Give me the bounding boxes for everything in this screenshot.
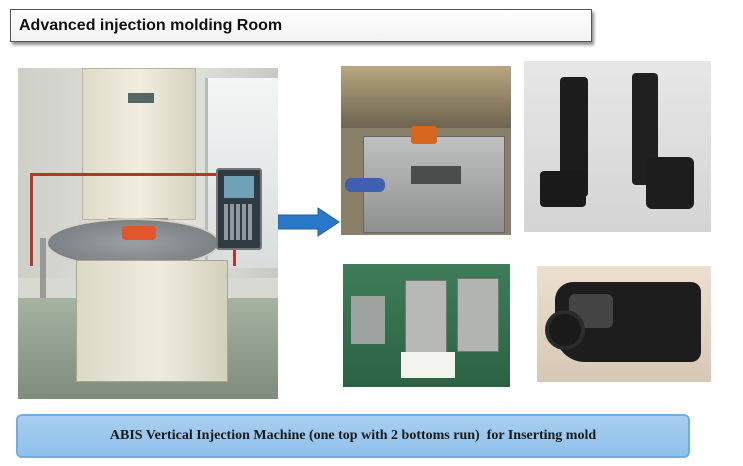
- sensor-connector-left: [540, 171, 586, 207]
- mold-spec-sheet: [401, 352, 455, 378]
- vertical-injection-machine-photo: [18, 68, 278, 399]
- mold-part-b: [405, 280, 447, 354]
- mold-cavity: [411, 166, 461, 184]
- mold-part-a: [351, 296, 385, 344]
- blue-clamp: [345, 178, 385, 192]
- machine-column: [82, 68, 196, 220]
- mold-part-c: [457, 278, 499, 352]
- orange-insert: [411, 126, 437, 144]
- part-mount-ring: [545, 310, 585, 350]
- orange-mold: [122, 226, 156, 240]
- machine-base: [76, 260, 228, 382]
- molded-sensor-parts-photo: [524, 61, 711, 232]
- mold-top-plate: [341, 66, 511, 128]
- control-panel: [216, 168, 262, 250]
- caption-banner: ABIS Vertical Injection Machine (one top…: [16, 414, 690, 458]
- right-arrow-icon: [278, 207, 340, 237]
- control-screen: [224, 176, 254, 198]
- sensor-connector-right: [646, 157, 694, 209]
- frame-leg: [40, 238, 46, 298]
- molds-on-floor-photo: [343, 264, 510, 387]
- control-keypad: [224, 204, 254, 240]
- black-insert-part-photo: [537, 266, 711, 382]
- page-title: Advanced injection molding Room: [10, 9, 592, 42]
- mold-closeup-photo: [341, 66, 511, 235]
- machine-badge: [128, 93, 154, 103]
